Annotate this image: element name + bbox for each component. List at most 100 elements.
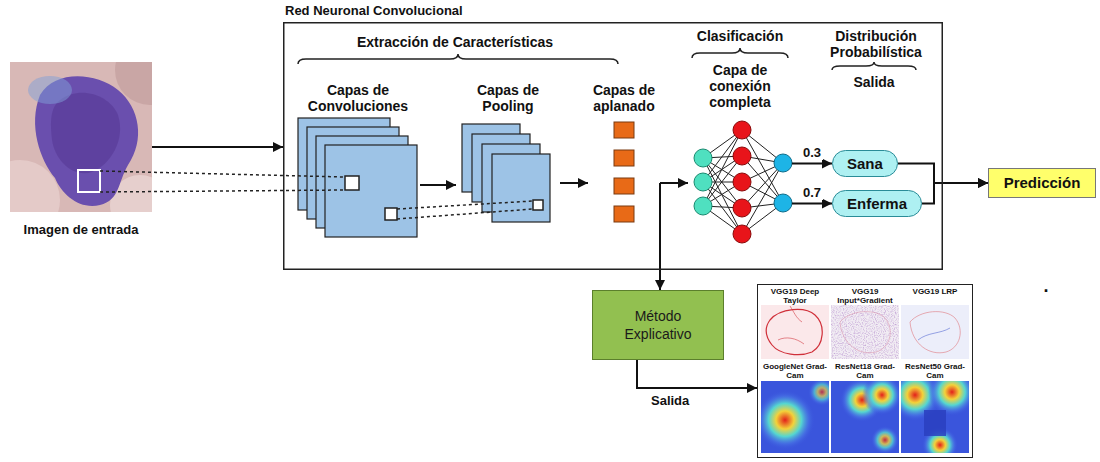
prediction-box: Predicción: [988, 168, 1096, 198]
conv-stack: [345, 176, 359, 190]
class-pill: Enferma: [832, 190, 922, 217]
explanation-images: [808, 381, 829, 406]
explanation-images: [918, 328, 950, 340]
explanation-images: [831, 381, 899, 453]
dense-network: [774, 154, 792, 212]
dense-network: [733, 121, 751, 243]
image-title: GoogleNet Grad-Cam: [761, 362, 829, 380]
image-title: VGG19 Input*Gradient: [831, 287, 899, 305]
dotted-leader: [397, 209, 533, 219]
explanation-images: [862, 381, 899, 415]
node-label: Sana: [847, 155, 883, 172]
node-label: Método Explicativo: [601, 307, 715, 343]
explanation-images: [831, 305, 899, 359]
dotted-leader: [100, 171, 533, 219]
pooling-stack: [533, 200, 543, 210]
node-label: Imagen de entrada: [0, 222, 162, 237]
explanation-images: [766, 309, 822, 354]
section-label: Extracción de Características: [330, 34, 580, 50]
arrow-connector: [922, 183, 988, 204]
image-title: VGG19 LRP: [901, 287, 969, 296]
method-box: Método Explicativo: [592, 290, 724, 360]
input-image: Imagen de entrada: [10, 62, 152, 212]
explanation-images: [924, 410, 946, 436]
explanation-images: [871, 426, 899, 453]
arrow-connector: [560, 182, 588, 184]
dense-network: [733, 121, 751, 139]
input-photo: [78, 170, 100, 192]
explanation-images: [840, 312, 890, 353]
image-title: VGG19 Deep Taylor: [761, 287, 829, 305]
node-label: Capa de conexión completa: [688, 62, 792, 110]
conv-layers: Capas de Convoluciones: [296, 82, 420, 240]
node-label: Capas de Pooling: [456, 82, 560, 114]
arrow-connector: [152, 146, 283, 148]
dense-network: [733, 147, 751, 165]
dense-network: [703, 130, 783, 234]
explanation-images: [901, 305, 969, 359]
pooling-stack: [462, 124, 550, 222]
flatten-units: [614, 150, 634, 166]
dense-network: [733, 173, 751, 191]
curly-bracket: [692, 48, 788, 58]
flatten-layers: Capas de aplanado: [588, 82, 660, 232]
pooling-layers: Capas de Pooling: [456, 82, 560, 232]
explanation-images: [778, 306, 804, 344]
image-title: ResNet18 Grad-Cam: [831, 362, 899, 380]
edge-label: Salida: [649, 393, 691, 408]
arrow-connector: [659, 183, 661, 290]
dense-network: [703, 130, 783, 234]
explanation-images: [831, 305, 899, 359]
edge-label: 0.7: [801, 185, 823, 200]
conv-stack: [385, 208, 397, 220]
section-label: .: [1036, 278, 1056, 294]
dense-network: [774, 154, 792, 172]
curly-bracket: [298, 48, 916, 70]
section-label: Clasificación: [690, 28, 790, 44]
explanation-images: [761, 390, 815, 450]
flatten-units: [614, 178, 634, 194]
arrow-connector: [792, 163, 832, 165]
dense-network: [733, 225, 751, 243]
explanation-panel: VGG19 Deep TaylorVGG19 Input*GradientVGG…: [757, 284, 973, 458]
flatten-units: [614, 206, 634, 222]
explanation-images: [761, 381, 829, 453]
section-label: Salida: [834, 74, 914, 90]
dotted-leader: [397, 201, 533, 209]
dotted-leader: [100, 171, 345, 177]
arrow-connector: [792, 203, 832, 205]
dotted-leader: [100, 190, 345, 192]
arrow-connector: [898, 164, 988, 184]
dense-network: [694, 121, 792, 243]
conv-stack: [325, 145, 417, 237]
explanation-images: [761, 305, 829, 359]
node-label: Enferma: [847, 195, 907, 212]
explanation-images: [901, 381, 969, 453]
dense-network: [694, 173, 712, 191]
dense-network: [733, 199, 751, 217]
section-label: Distribución Probabilística: [818, 28, 934, 60]
dense-network: [774, 194, 792, 212]
dense-network: [694, 149, 712, 215]
image-title: ResNet50 Grad-Cam: [901, 362, 969, 380]
curly-bracket: [298, 54, 618, 64]
curly-bracket: [832, 62, 916, 70]
arrow-connector: [637, 360, 757, 388]
explanation-images: [755, 284, 976, 462]
class-pill: Sana: [832, 150, 898, 177]
edge-label: 0.3: [801, 145, 823, 160]
dense-network: [694, 197, 712, 215]
node-label: Capas de aplanado: [588, 82, 660, 114]
dense-layer: Capa de conexión completa: [688, 62, 792, 248]
node-label: Predicción: [1004, 174, 1081, 192]
flatten-units: [614, 122, 634, 222]
input-photo: [51, 93, 120, 173]
node-label: Capas de Convoluciones: [296, 82, 420, 114]
node-label: Red Neuronal Convolucional: [285, 3, 463, 19]
dense-network: [694, 149, 712, 167]
input-photo: [28, 76, 72, 104]
explanation-images: [910, 312, 960, 353]
arrow-connector: [420, 184, 456, 186]
